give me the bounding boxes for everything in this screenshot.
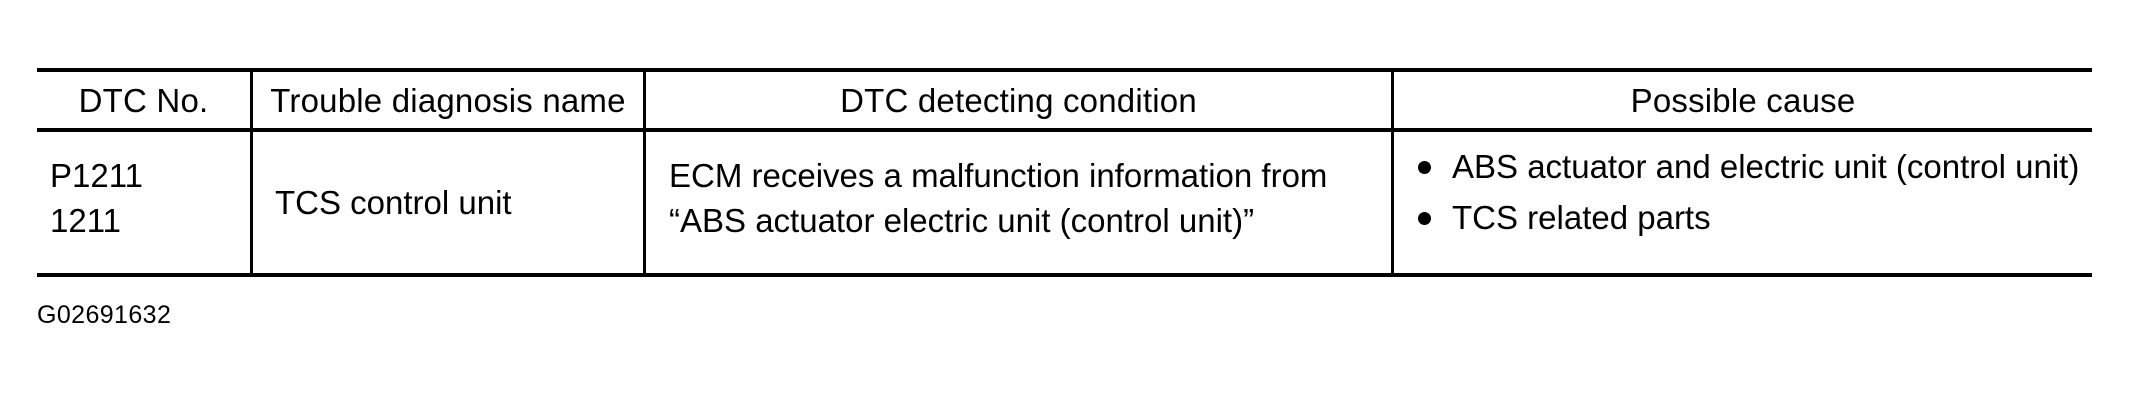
list-item: ABS actuator and electric unit (control … (1416, 144, 2092, 189)
dtc-code-secondary: 1211 (50, 202, 121, 239)
cell-dtc-no: P1211 1211 (37, 132, 250, 273)
possible-cause-list: ABS actuator and electric unit (control … (1416, 144, 2092, 240)
cell-diagnosis: TCS control unit (253, 132, 643, 273)
list-item: TCS related parts (1416, 195, 2092, 240)
table-row: P1211 1211 TCS control unit ECM receives… (37, 132, 2092, 273)
table-header-border (37, 128, 2092, 132)
cell-possible-cause: ABS actuator and electric unit (control … (1394, 132, 2092, 273)
column-header-cause: Possible cause (1630, 81, 1856, 119)
dtc-code-primary: P1211 (50, 157, 143, 194)
condition-line-1: ECM receives a malfunction information f… (669, 157, 1328, 194)
column-header-condition: DTC detecting condition (840, 81, 1197, 119)
table-top-border (37, 68, 2092, 72)
table-bottom-border (37, 273, 2092, 277)
column-header-diagnosis: Trouble diagnosis name (270, 81, 626, 119)
diagnosis-name: TCS control unit (275, 184, 512, 221)
dtc-table: DTC No. Trouble diagnosis name DTC detec… (37, 68, 2092, 277)
figure-id-label: G02691632 (37, 301, 172, 329)
condition-line-2: “ABS actuator electric unit (control uni… (669, 202, 1255, 239)
cause-text: TCS related parts (1452, 199, 1711, 236)
cell-condition: ECM receives a malfunction information f… (646, 132, 1391, 273)
bullet-icon (1418, 161, 1431, 174)
column-header-dtc-no: DTC No. (78, 81, 209, 119)
bullet-icon (1418, 212, 1431, 225)
column-divider-3 (1391, 68, 1394, 277)
table-header-row: DTC No. Trouble diagnosis name DTC detec… (37, 72, 2092, 128)
cause-text: ABS actuator and electric unit (control … (1452, 148, 2080, 185)
column-divider-1 (250, 68, 253, 277)
column-divider-2 (643, 68, 646, 277)
